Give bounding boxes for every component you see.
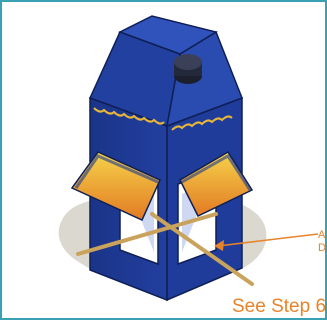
clipped-annotation: A D bbox=[318, 229, 327, 255]
clipped-annotation-line-2: D bbox=[318, 242, 327, 255]
clipped-annotation-line-1: A bbox=[318, 229, 327, 242]
step-caption: See Step 6 bbox=[232, 296, 326, 318]
carton-cap bbox=[174, 54, 202, 84]
